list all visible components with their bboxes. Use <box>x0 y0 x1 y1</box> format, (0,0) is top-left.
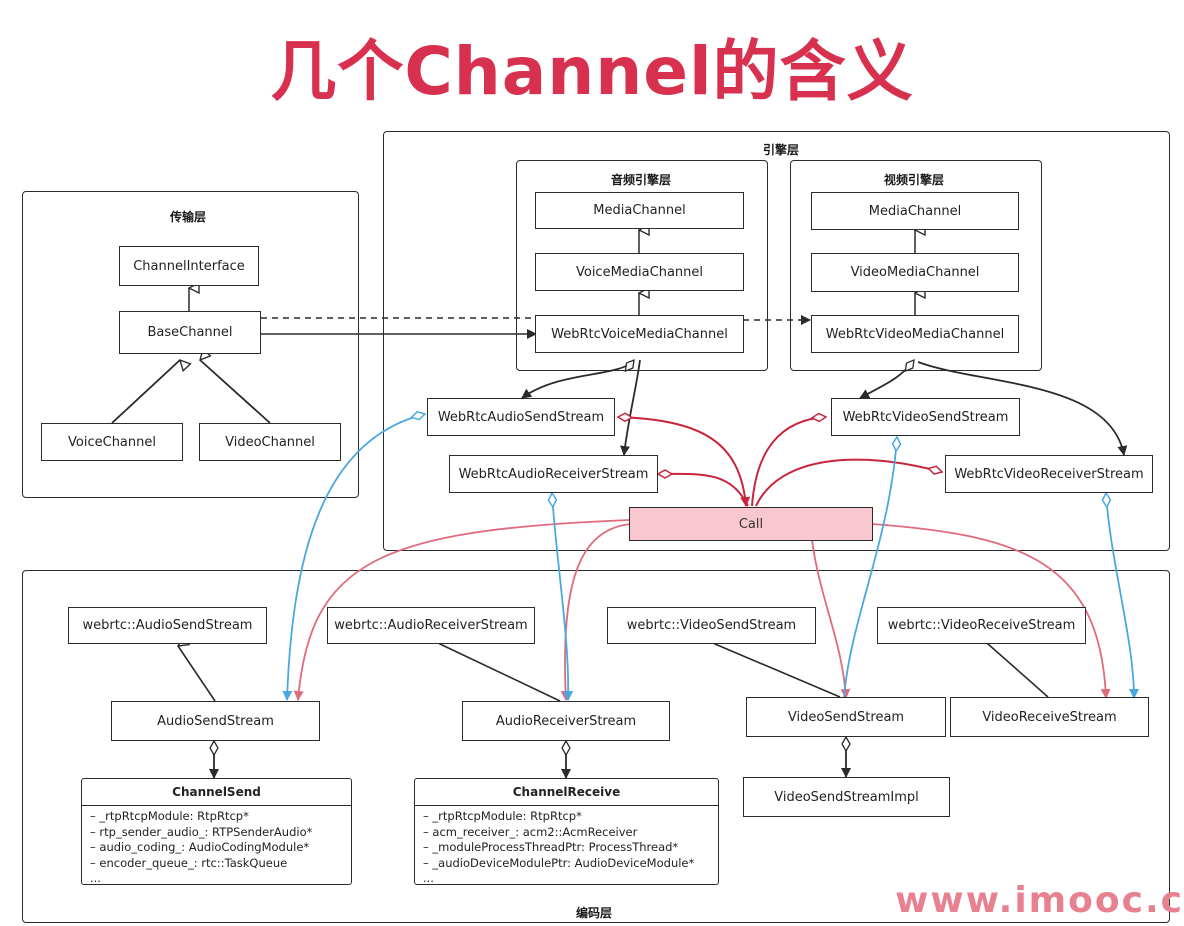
channel-receive-field: – _audioDeviceModulePtr: AudioDeviceModu… <box>423 855 695 870</box>
channel-receive-field: – acm_receiver_: acm2::AcmReceiver <box>423 824 638 839</box>
webrtc-audio-send-stream-box: WebRtcAudioSendStream <box>427 398 615 436</box>
engine-layer <box>383 131 1170 551</box>
channel-send-field: – audio_coding_: AudioCodingModule* <box>90 840 310 854</box>
webrtc-video-media-channel-box: WebRtcVideoMediaChannel <box>811 315 1019 353</box>
channel-receive-title: ChannelReceive <box>415 779 718 806</box>
video-media-channel-base-box: MediaChannel <box>811 192 1019 230</box>
channel-interface-box: ChannelInterface <box>119 246 259 286</box>
codec-layer-label: 编码层 <box>576 906 613 920</box>
engine-layer-label: 引擎层 <box>763 143 800 157</box>
audio-engine-layer-label: 音频引擎层 <box>611 173 672 187</box>
call-box: Call <box>629 507 873 541</box>
video-send-stream-impl-box: VideoSendStreamImpl <box>743 777 950 817</box>
channel-send-field: – encoder_queue_: rtc::TaskQueue <box>90 855 288 870</box>
api-video-send-stream-box: webrtc::VideoSendStream <box>607 607 816 644</box>
api-audio-send-stream-box: webrtc::AudioSendStream <box>68 607 267 644</box>
video-engine-layer <box>790 160 1042 371</box>
webrtc-audio-receiver-stream-box: WebRtcAudioReceiverStream <box>449 455 658 493</box>
api-video-receive-stream-box: webrtc::VideoReceiveStream <box>877 607 1086 644</box>
page-title: 几个Channel的含义 <box>270 33 914 110</box>
video-send-stream-box: VideoSendStream <box>746 697 946 737</box>
channel-send-field: – _rtpRtcpModule: RtpRtcp* <box>90 809 249 823</box>
api-audio-receiver-stream-box: webrtc::AudioReceiverStream <box>327 607 535 644</box>
webrtc-video-receiver-stream-box: WebRtcVideoReceiverStream <box>945 455 1153 493</box>
channel-receive-field: – _moduleProcessThreadPtr: ProcessThread… <box>423 840 679 854</box>
watermark: www.imooc.c <box>895 880 1184 921</box>
codec-layer <box>22 570 1170 923</box>
webrtc-voice-media-channel-box: WebRtcVoiceMediaChannel <box>535 315 744 353</box>
video-media-channel-box: VideoMediaChannel <box>811 253 1019 292</box>
transport-layer <box>22 191 359 498</box>
channel-send-class: ChannelSend – _rtpRtcpModule: RtpRtcp* –… <box>81 778 352 885</box>
audio-media-channel-box: MediaChannel <box>535 192 744 229</box>
audio-engine-layer <box>516 160 768 371</box>
channel-receive-field: – _rtpRtcpModule: RtpRtcp* <box>423 809 582 823</box>
voice-channel-box: VoiceChannel <box>41 423 183 461</box>
video-engine-layer-label: 视频引擎层 <box>884 173 945 187</box>
video-receive-stream-box: VideoReceiveStream <box>950 697 1149 737</box>
channel-send-field: – rtp_sender_audio_: RTPSenderAudio* <box>90 824 313 839</box>
base-channel-box: BaseChannel <box>119 311 261 354</box>
channel-send-title: ChannelSend <box>82 779 351 806</box>
voice-media-channel-box: VoiceMediaChannel <box>535 253 744 291</box>
audio-send-stream-box: AudioSendStream <box>111 701 320 741</box>
video-channel-box: VideoChannel <box>199 423 341 461</box>
transport-layer-label: 传输层 <box>170 210 207 224</box>
audio-receiver-stream-box: AudioReceiverStream <box>462 701 670 741</box>
channel-receive-class: ChannelReceive – _rtpRtcpModule: RtpRtcp… <box>414 778 719 885</box>
channel-receive-field: ... <box>423 871 434 885</box>
webrtc-video-send-stream-box: WebRtcVideoSendStream <box>831 398 1020 436</box>
channel-send-field: ... <box>90 871 101 885</box>
